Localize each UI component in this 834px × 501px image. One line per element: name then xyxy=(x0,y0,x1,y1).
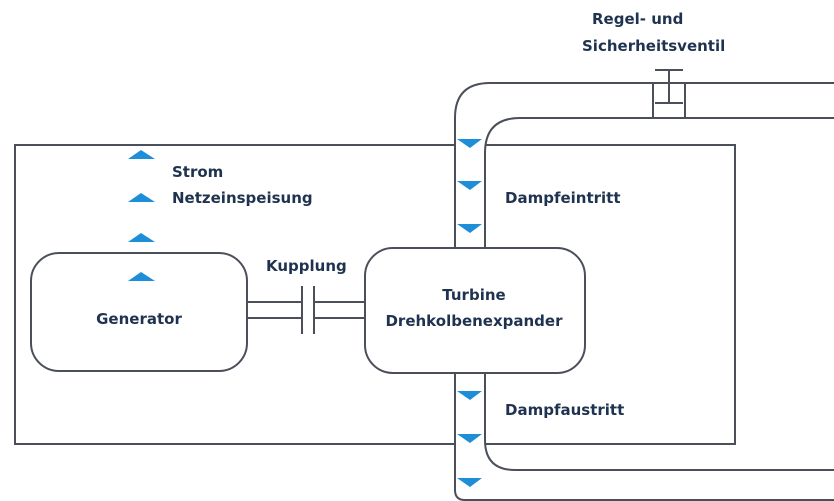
power-label-line-2: Netzeinspeisung xyxy=(172,189,313,207)
coupling-label: Kupplung xyxy=(266,257,347,275)
power-up-arrow-1 xyxy=(128,150,155,159)
generator-box xyxy=(30,252,248,372)
control-and-safety-valve xyxy=(652,69,686,118)
power-up-arrow-3 xyxy=(128,233,155,242)
generator-label: Generator xyxy=(96,310,182,328)
steam-out-arrow-3 xyxy=(457,478,482,487)
power-up-arrow-2 xyxy=(128,193,155,202)
right-circuit-line xyxy=(485,144,736,445)
steam-out-label: Dampfaustritt xyxy=(505,401,624,419)
steam-out-arrow-2 xyxy=(457,434,482,443)
valve-label-line-2: Sicherheitsventil xyxy=(582,37,725,55)
outer-circuit-line xyxy=(14,144,455,445)
turbine-box xyxy=(364,247,586,374)
steam-in-arrow-3 xyxy=(457,224,482,233)
steam-in-arrow-2 xyxy=(457,181,482,190)
turbine-label-line-1: Turbine xyxy=(442,286,505,304)
steam-in-label: Dampfeintritt xyxy=(505,189,621,207)
steam-out-arrow-1 xyxy=(457,391,482,400)
steam-in-arrow-1 xyxy=(457,139,482,148)
shaft-coupling xyxy=(245,286,364,334)
power-label-line-1: Strom xyxy=(172,163,223,181)
turbine-label-line-2: Drehkolbenexpander xyxy=(385,312,563,330)
power-up-arrow-4 xyxy=(128,272,155,281)
valve-label-line-1: Regel- und xyxy=(592,10,683,28)
